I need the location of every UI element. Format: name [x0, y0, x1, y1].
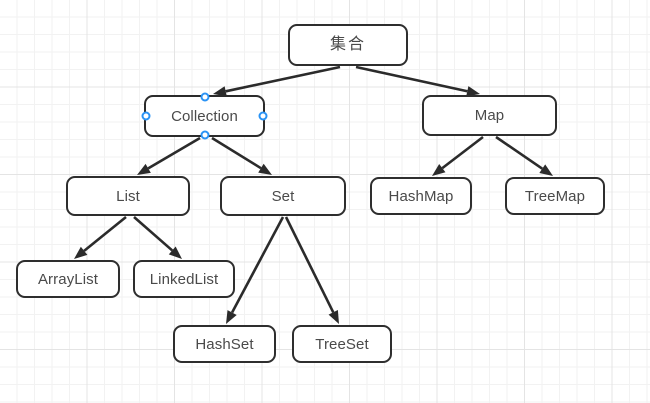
node-map[interactable]: Map: [422, 95, 557, 136]
node-label: HashSet: [195, 335, 254, 353]
arrowhead-icon: [137, 163, 151, 175]
node-label: Set: [271, 187, 295, 205]
edge-line: [230, 216, 285, 314]
node-hashmap[interactable]: HashMap: [370, 177, 472, 215]
edge-line: [355, 65, 468, 93]
arrowhead-icon: [328, 310, 339, 324]
arrowhead-icon: [226, 310, 237, 324]
edge-line: [225, 65, 341, 93]
node-label: 集合: [329, 36, 366, 53]
arrowhead-icon: [432, 163, 446, 176]
node-label: LinkedList: [149, 270, 219, 288]
edge-line: [211, 136, 262, 170]
edge-line: [133, 216, 174, 252]
node-label: ArrayList: [37, 270, 99, 288]
edge-line: [284, 216, 335, 313]
connection-handle-top[interactable]: [200, 92, 209, 102]
edge-map-hashmap[interactable]: [432, 135, 484, 176]
edge-root-map[interactable]: [355, 65, 480, 97]
edge-collection-set[interactable]: [211, 136, 272, 175]
node-label: List: [116, 187, 140, 205]
node-label: TreeMap: [524, 187, 586, 205]
node-root[interactable]: 集合: [288, 24, 408, 66]
node-treemap[interactable]: TreeMap: [505, 177, 605, 215]
node-label: TreeSet: [315, 335, 369, 353]
edge-list-arraylist[interactable]: [74, 215, 127, 259]
node-label: Collection: [171, 107, 238, 125]
edge-root-collection[interactable]: [213, 65, 341, 97]
connection-handle-right[interactable]: [258, 111, 268, 121]
node-list[interactable]: List: [66, 176, 190, 216]
node-collection[interactable]: Collection: [141, 92, 268, 140]
arrowhead-icon: [258, 163, 272, 175]
arrowhead-icon: [539, 164, 553, 176]
edge-line: [441, 135, 484, 170]
node-label: HashMap: [388, 187, 454, 205]
node-label: Map: [474, 107, 505, 124]
node-treeset[interactable]: TreeSet: [292, 325, 392, 363]
arrowhead-icon: [168, 246, 182, 259]
connection-handle-bottom[interactable]: [200, 130, 209, 140]
edge-line: [147, 136, 201, 170]
edge-line: [83, 215, 127, 252]
arrowhead-icon: [74, 246, 88, 259]
node-hashset[interactable]: HashSet: [173, 325, 276, 363]
edge-list-linkedlist[interactable]: [133, 216, 182, 259]
edge-collection-list[interactable]: [137, 136, 201, 175]
edge-line: [495, 135, 544, 170]
edge-set-treeset[interactable]: [284, 216, 339, 324]
node-set[interactable]: Set: [220, 176, 346, 216]
node-arraylist[interactable]: ArrayList: [16, 260, 120, 298]
node-linkedlist[interactable]: LinkedList: [133, 260, 235, 298]
edge-map-treemap[interactable]: [495, 135, 553, 176]
connection-handle-left[interactable]: [141, 111, 151, 121]
